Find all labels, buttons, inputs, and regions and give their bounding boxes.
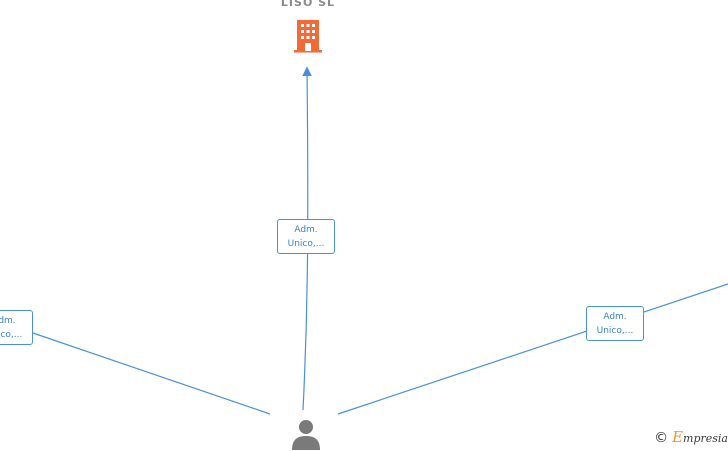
relation-role-line1: Adm. bbox=[294, 225, 318, 235]
copyright-symbol: © bbox=[654, 430, 669, 446]
building-icon[interactable] bbox=[292, 19, 324, 53]
edge-person-to-company bbox=[302, 66, 312, 411]
relation-role-line2: Unico,... bbox=[287, 239, 325, 249]
edge-person-to-right bbox=[337, 283, 728, 415]
relation-role-line1: Adm. bbox=[603, 312, 627, 322]
relation-role-line2: Unico,... bbox=[0, 330, 23, 340]
relation-label-center[interactable]: Adm. Unico,... bbox=[277, 219, 335, 254]
relation-role-line2: Unico,... bbox=[596, 326, 634, 336]
brand-watermark: ©Empresia bbox=[654, 428, 728, 448]
person-icon[interactable] bbox=[290, 419, 322, 451]
brand-logo-text: mpresia bbox=[683, 432, 728, 445]
company-name[interactable]: LISO SL bbox=[280, 0, 336, 9]
relation-role-line1: Adm. bbox=[0, 316, 16, 326]
relation-label-left[interactable]: Adm. Unico,... bbox=[0, 310, 33, 345]
relation-label-right[interactable]: Adm. Unico,... bbox=[586, 306, 644, 341]
brand-logo-initial: E bbox=[672, 428, 684, 446]
edge-person-to-left bbox=[29, 331, 271, 415]
